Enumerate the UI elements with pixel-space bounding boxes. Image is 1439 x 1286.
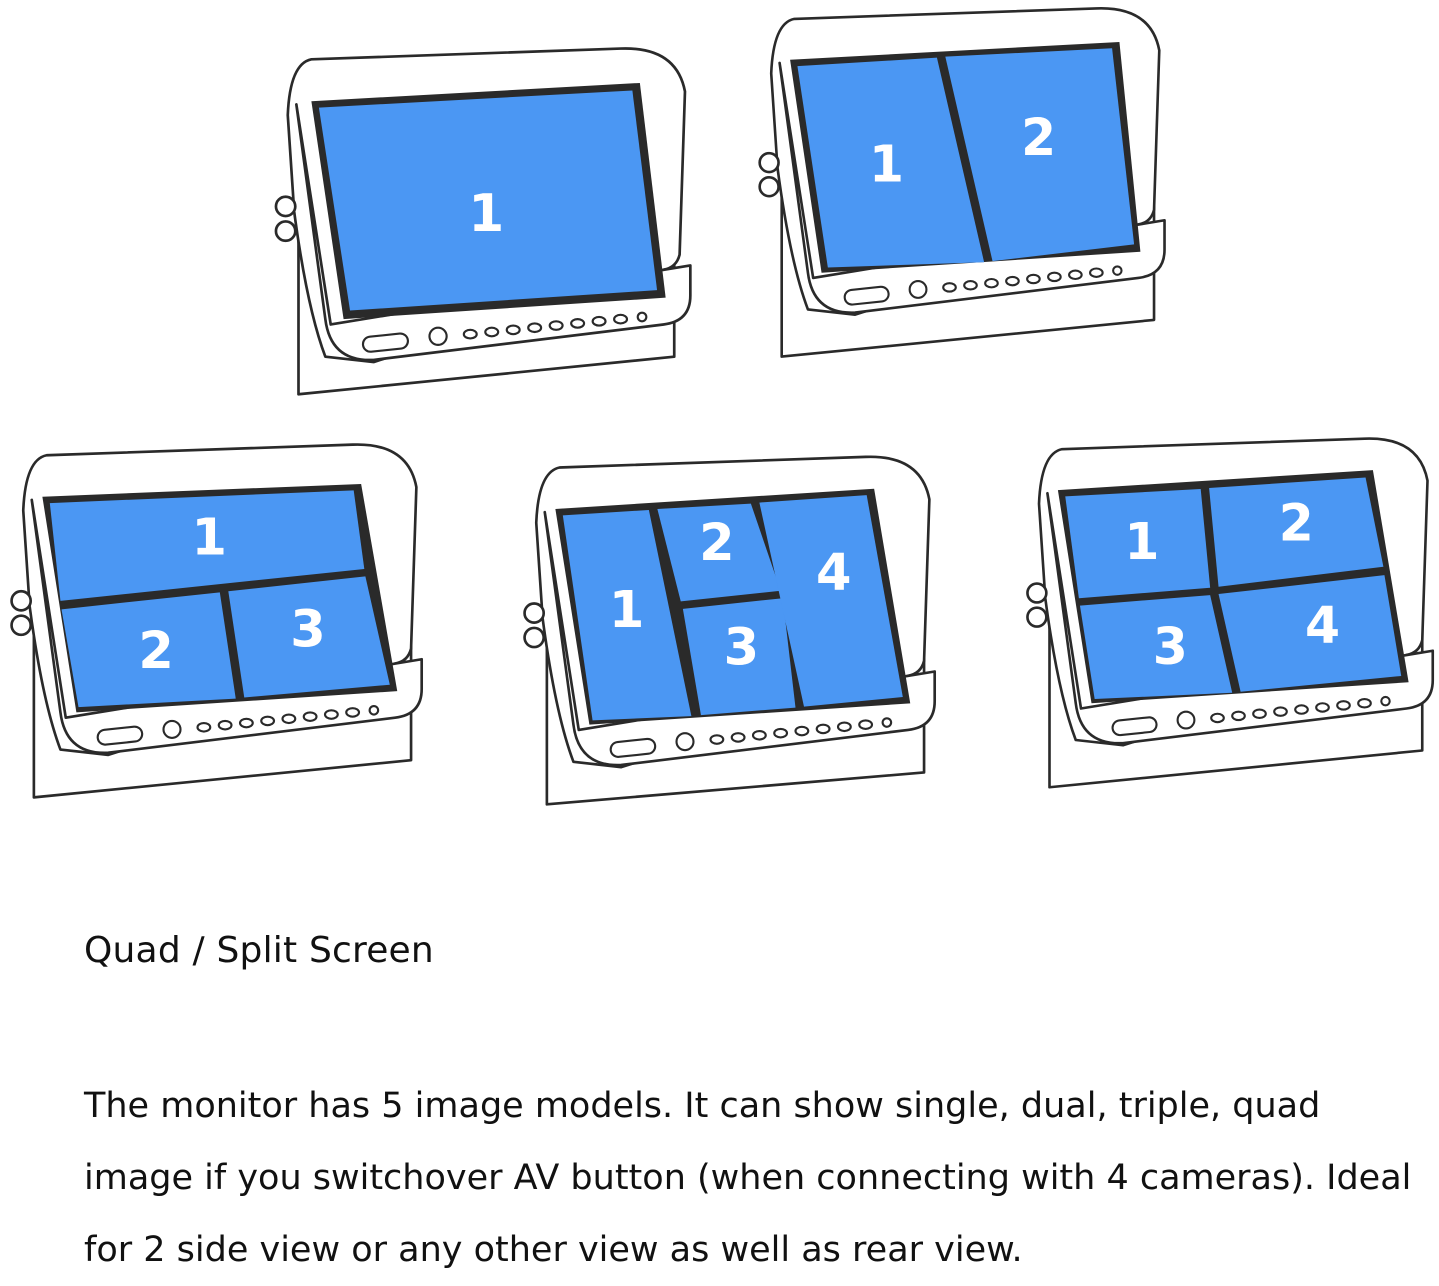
screen-view-1 [562,510,692,721]
monitor-quad: 1 2 3 4 [1018,430,1438,798]
screen-label-1: 1 [468,184,504,244]
screen-view-2 [61,592,236,708]
description-text: The monitor has 5 image models. It can s… [84,1086,1412,1270]
screen-label-4: 4 [816,544,852,603]
screen-view-2 [945,48,1135,262]
screen-label-2: 2 [699,514,735,573]
screen-view-3 [682,598,796,716]
screen-label-1: 1 [191,508,226,567]
monitor-single: 1 [266,40,696,405]
monitor-triple: 1 2 3 [2,436,427,806]
screen-label-3: 3 [724,618,760,677]
screen-view-3 [1079,595,1233,700]
screen-view-1 [797,57,985,268]
screen-label-1: 1 [869,134,904,193]
screen-label-3: 3 [290,601,326,660]
screen-view-2 [657,503,781,602]
screen-label-2: 2 [138,622,173,681]
screen-view-4 [1218,575,1402,692]
monitor-dual: 1 2 [750,0,1170,365]
screen-view-3 [228,576,390,698]
screen-view-1 [49,490,365,601]
screen-label-4: 4 [1305,596,1340,655]
screen-label-2: 2 [1021,108,1056,167]
screen-label-3: 3 [1153,617,1188,676]
screen-label-1: 1 [609,581,645,640]
screen-view-2 [1209,477,1384,587]
caption-title: Quad / Split Screen [84,930,434,971]
screen-view-1 [318,90,658,311]
screen-view-4 [759,495,903,707]
screen-label-2: 2 [1279,493,1314,552]
monitor-quad-split: 1 2 3 4 [515,448,940,810]
screen-view-1 [1065,489,1211,599]
screen-label-1: 1 [1124,512,1159,571]
